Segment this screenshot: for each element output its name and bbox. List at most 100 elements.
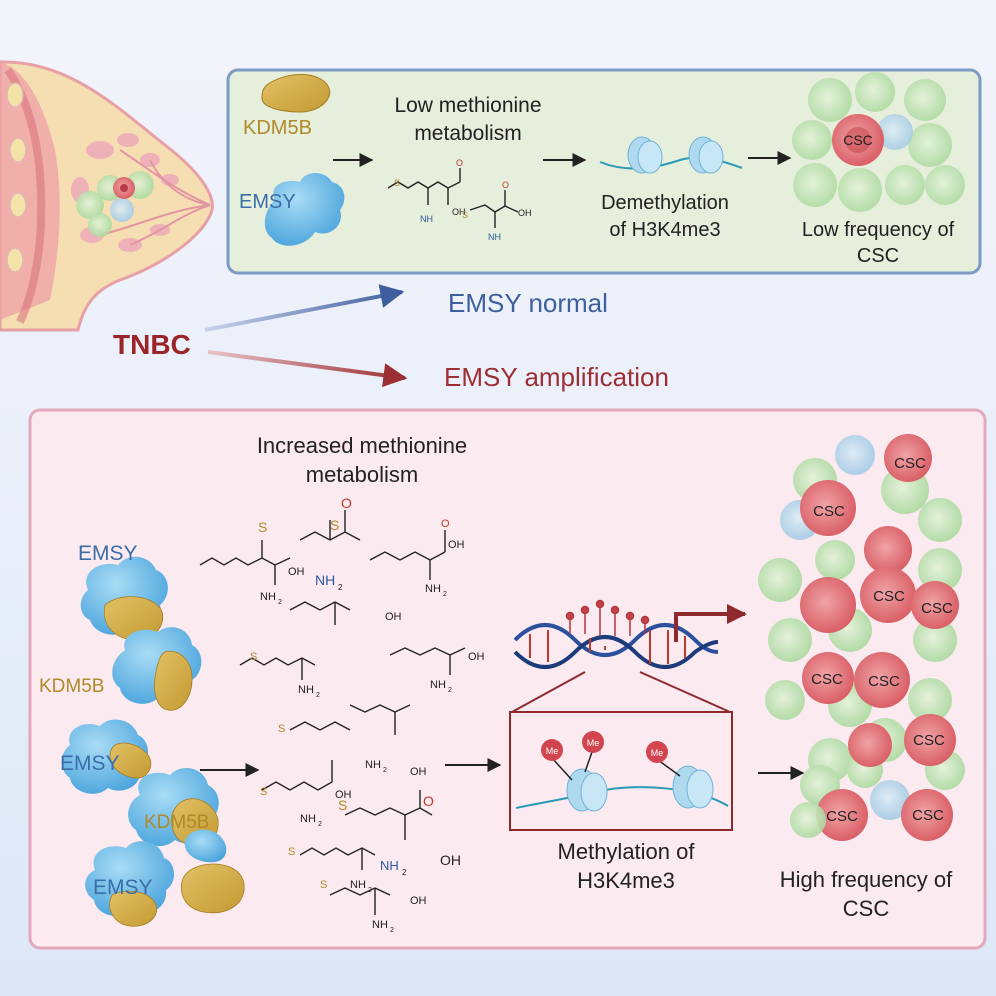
mol-bl-oh-1: OH [288, 566, 305, 578]
bottom-methylation-line1: Methylation of [558, 839, 696, 864]
emsy-normal-label: EMSY normal [448, 288, 608, 318]
mol-bl-oh-2: OH [448, 539, 465, 551]
mol-bl-nh2-3: NH [425, 583, 441, 595]
mol-s-top: S [394, 178, 400, 188]
mol-bl-o-2: O [441, 518, 450, 530]
methionine-labels-bottom: S S O OH NH 2 NH 2 OH O NH 2 OH S NH 2 O… [250, 495, 485, 934]
mol-bl-nh2-8: NH [380, 858, 399, 873]
mol-bl-nh2-9-sub: 2 [368, 887, 372, 894]
me-label-1: Me [546, 746, 559, 756]
top-metabolism-line1: Low methionine [394, 94, 541, 117]
zoom-lines [511, 671, 731, 713]
emsy-label-1: EMSY [78, 542, 138, 565]
mol-bl-s-6: S [338, 797, 347, 813]
transcription-arrow [674, 604, 747, 642]
mol-bl-oh-5: OH [410, 766, 427, 778]
tumor-cluster [76, 171, 154, 237]
top-result-line1: Low frequency of [802, 219, 955, 241]
arrow-emsy-normal [204, 284, 405, 332]
mol-bl-o-3: O [423, 793, 434, 809]
csc-label-9: CSC [912, 807, 944, 824]
mol-nh2-top-1: NH [420, 214, 433, 224]
mol-bl-oh-3: OH [385, 611, 402, 623]
emsy-protein-top [264, 173, 345, 246]
mol-bl-o-1: O [341, 495, 352, 511]
bottom-result-line1: High frequency of [780, 867, 953, 892]
mol-o-top-1: O [456, 158, 463, 168]
mol-bl-nh2-4: NH [298, 684, 314, 696]
emsy-label-2: EMSY [60, 752, 120, 775]
csc-label-1: CSC [894, 455, 926, 472]
mol-bl-nh2-4-sub: 2 [316, 692, 320, 699]
mol-bl-s-5: S [260, 786, 267, 798]
csc-labels-bottom: CSC CSC CSC CSC CSC CSC CSC CSC CSC [811, 455, 953, 825]
emsy-label-top: EMSY [239, 191, 296, 213]
methionine-labels-top: S O OH NH S O OH NH [394, 158, 532, 242]
cell-cluster-bottom [758, 434, 965, 841]
mol-bl-nh2-1: NH [260, 591, 276, 603]
mol-o-top-2: O [502, 180, 509, 190]
duct-lines [99, 149, 211, 246]
top-csc-label: CSC [843, 132, 873, 148]
methyl-pins [565, 599, 650, 636]
emsy-complex-5 [85, 841, 175, 927]
emsy-complex-3 [61, 719, 152, 794]
mol-bl-nh2-3-sub: 2 [443, 591, 447, 598]
top-demethylation-line1: Demethylation [601, 192, 729, 214]
chest-wall [6, 82, 27, 273]
mol-bl-s-1: S [258, 519, 267, 535]
mol-bl-oh-6: OH [335, 789, 352, 801]
csc-label-2: CSC [813, 503, 845, 520]
top-metabolism-line2: metabolism [414, 122, 521, 145]
mol-bl-s-8: S [320, 879, 327, 891]
nucleosomes-bottom [515, 731, 729, 812]
csc-label-3: CSC [873, 588, 905, 605]
mol-oh-top-2: OH [518, 208, 532, 218]
kdm5b-label-2: KDM5B [144, 812, 209, 833]
mol-bl-nh2-7: NH [300, 813, 316, 825]
csc-label-7: CSC [913, 732, 945, 749]
top-result-line2: CSC [857, 245, 899, 267]
mol-bl-s-3: S [250, 651, 257, 663]
me-label-2: Me [587, 738, 600, 748]
mol-bl-nh2-1-sub: 2 [278, 599, 282, 606]
mol-bl-oh-8: OH [410, 895, 427, 907]
emsy-amplification-label: EMSY amplification [444, 362, 669, 392]
mol-bl-nh2-6: NH [365, 759, 381, 771]
mol-bl-s-4: S [278, 723, 285, 735]
dna-helix [513, 599, 719, 669]
bottom-metabolism-line1: Increased methionine [257, 433, 467, 458]
methionine-molecule-top [387, 168, 519, 228]
mol-bl-nh2-2: NH [315, 572, 335, 588]
mol-bl-s-7: S [288, 846, 295, 858]
mol-bl-oh-7: OH [440, 852, 461, 868]
csc-label-8: CSC [826, 808, 858, 825]
mol-bl-nh2-5-sub: 2 [448, 687, 452, 694]
cell-cluster-top [792, 72, 965, 212]
mol-nh2-top-2: NH [488, 232, 501, 242]
mol-bl-nh2-10-sub: 2 [390, 927, 394, 934]
mol-bl-nh2-9: NH [350, 879, 366, 891]
mol-bl-nh2-6-sub: 2 [383, 767, 387, 774]
mol-oh-top-1: OH [452, 207, 466, 217]
top-demethylation-line2: of H3K4me3 [609, 219, 720, 241]
bottom-methylation-line2: H3K4me3 [577, 868, 675, 893]
mol-bl-nh2-7-sub: 2 [318, 821, 322, 828]
mol-bl-s-2: S [330, 517, 339, 533]
top-panel [226, 68, 982, 275]
csc-label-6: CSC [868, 673, 900, 690]
emsy-label-3: EMSY [93, 876, 153, 899]
arrow-emsy-amplification [207, 350, 408, 388]
bottom-result-line2: CSC [843, 896, 890, 921]
methionine-molecules-bottom [199, 510, 466, 915]
nucleosomes-top [599, 136, 743, 174]
emsy-complex-1 [80, 556, 168, 641]
mol-s-top-2: S [462, 210, 468, 220]
csc-label-4: CSC [921, 600, 953, 617]
kdm5b-label-1: KDM5B [39, 676, 104, 697]
kdm5b-label-top: KDM5B [243, 117, 312, 139]
emsy-complex-2 [112, 627, 202, 711]
mol-bl-nh2-8-sub: 2 [402, 868, 407, 877]
me-label-3: Me [651, 748, 664, 758]
